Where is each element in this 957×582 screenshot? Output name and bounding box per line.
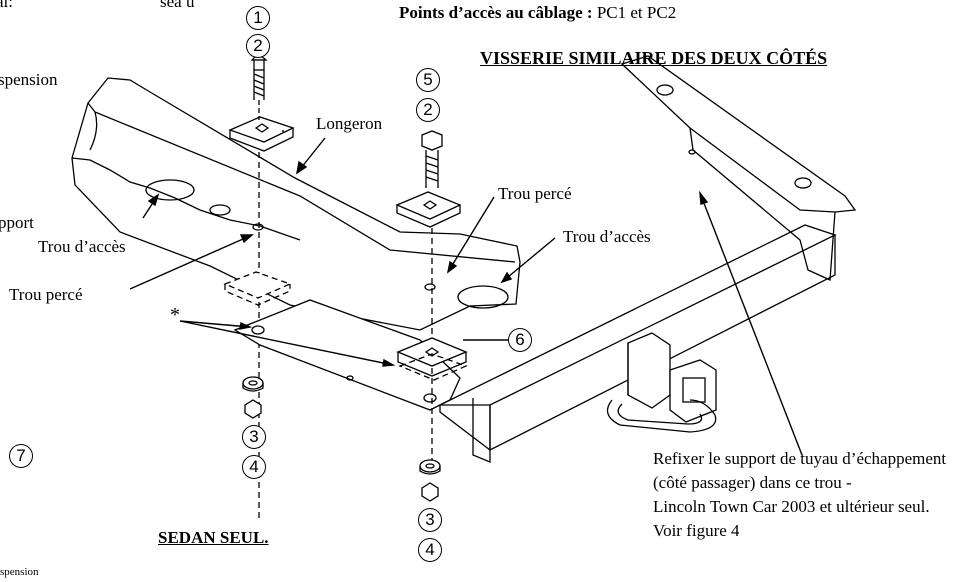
- wiring-access-points: Points d’accès au câblage : PC1 et PC2: [399, 3, 676, 23]
- exhaust-note-line-1: Refixer le support de tuyau d’échappemen…: [653, 447, 946, 471]
- exhaust-note: Refixer le support de tuyau d’échappemen…: [653, 447, 946, 543]
- callout-4-right: 4: [418, 538, 442, 562]
- label-trou-acces-right: Trou d’accès: [563, 227, 651, 247]
- exhaust-note-line-4: Voir figure 4: [653, 519, 946, 543]
- callout-1: 1: [246, 6, 270, 30]
- label-longeron: Longeron: [316, 114, 382, 134]
- asterisk-marker: *: [170, 305, 180, 325]
- cut-text-support: pport: [0, 213, 34, 233]
- exhaust-note-line-2: (côté passager) dans ce trou -: [653, 471, 946, 495]
- callout-2-right: 2: [416, 98, 440, 122]
- label-trou-perce-right: Trou percé: [498, 184, 572, 204]
- wiring-access-value: PC1 et PC2: [597, 3, 676, 22]
- callout-4-left: 4: [242, 455, 266, 479]
- callout-6: 6: [508, 328, 532, 352]
- exhaust-note-line-3: Lincoln Town Car 2003 et ultérieur seul.: [653, 495, 946, 519]
- wiring-access-label: Points d’accès au câblage :: [399, 3, 593, 22]
- label-trou-perce-left: Trou percé: [9, 285, 83, 305]
- callout-5: 5: [416, 68, 440, 92]
- label-trou-acces-left: Trou d’accès: [38, 237, 126, 257]
- callout-2-left: 2: [246, 34, 270, 58]
- cut-text-top-mid: sea u: [160, 0, 194, 12]
- sedan-only-label: SEDAN SEUL.: [158, 528, 269, 548]
- similar-hardware-title: VISSERIE SIMILAIRE DES DEUX CÔTÉS: [480, 48, 827, 68]
- callout-7: 7: [9, 444, 33, 468]
- callout-3-right: 3: [418, 508, 442, 532]
- cut-text-suspension: spension: [0, 70, 58, 90]
- cut-text-bottom: spension: [0, 562, 39, 582]
- cut-text-top-left: al:: [0, 0, 13, 12]
- callout-3-left: 3: [242, 425, 266, 449]
